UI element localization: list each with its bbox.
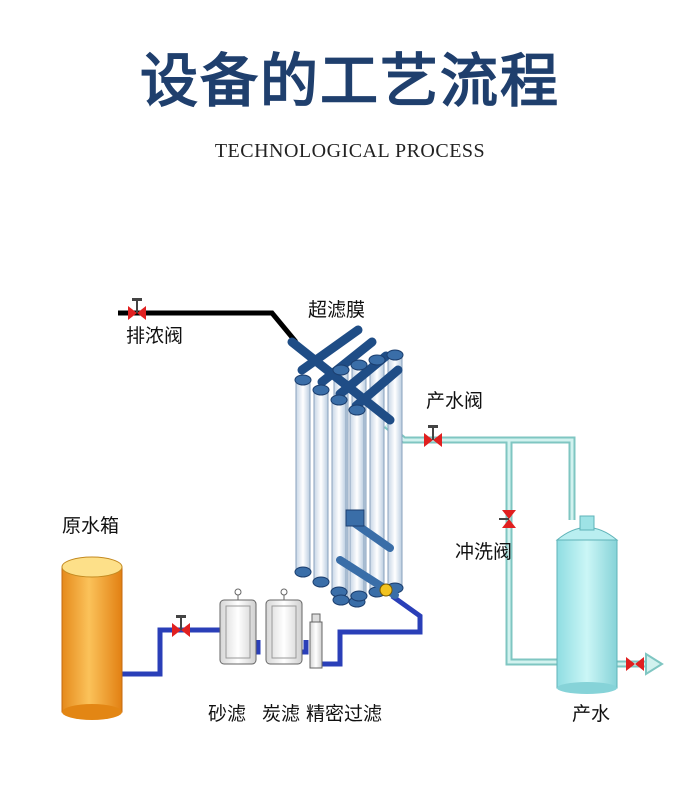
product-water-tank [555, 515, 619, 694]
raw-water-tank-label: 原水箱 [62, 515, 119, 537]
ultrafiltration-membrane-label: 超滤膜 [308, 299, 365, 321]
outlet-arrow [645, 652, 664, 676]
sand-filter [219, 588, 257, 665]
product-water-valve-label: 产水阀 [426, 390, 483, 412]
sand-filter-label: 砂滤 [208, 703, 246, 725]
concentrate-valve-icon[interactable] [128, 298, 146, 320]
product-water-label: 产水 [572, 703, 610, 725]
carbon-filter [265, 588, 303, 665]
page-title: 设备的工艺流程 [139, 47, 560, 115]
concentrate-valve-label: 排浓阀 [126, 325, 183, 347]
flush-valve-icon[interactable] [499, 510, 516, 528]
raw-water-tank [61, 556, 123, 720]
concentrate-pipe [118, 310, 298, 344]
carbon-filter-label: 炭滤 [262, 703, 300, 725]
precision-filter-label: 精密过滤 [306, 703, 382, 725]
flush-valve-label: 冲洗阀 [455, 541, 512, 563]
product-water-valve-icon[interactable] [424, 425, 442, 447]
page-subtitle: TECHNOLOGICAL PROCESS [214, 140, 486, 162]
ultrafiltration-membrane-module [287, 325, 404, 608]
outlet-valve-icon[interactable] [626, 657, 644, 671]
precision-filter [309, 613, 323, 669]
feed-valve-icon[interactable] [172, 615, 190, 637]
